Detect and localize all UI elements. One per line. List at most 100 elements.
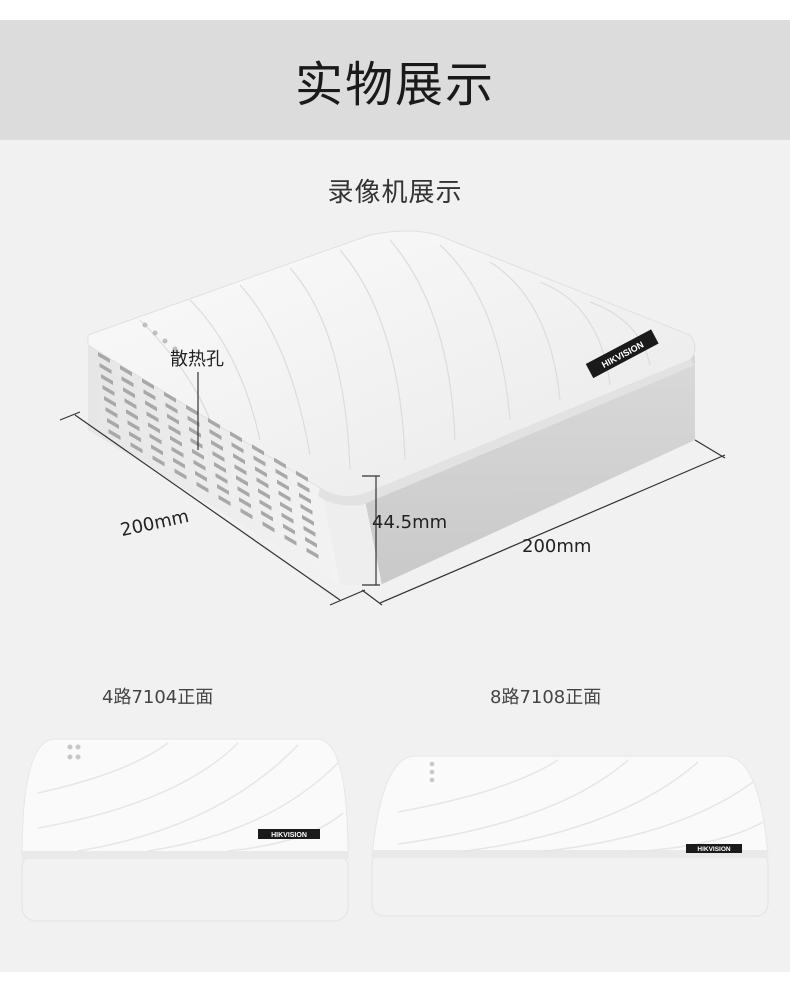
vent-hole [278,490,291,502]
vent-hole [297,481,310,493]
vent-hole [214,462,226,473]
vent-hole [124,398,137,410]
vent-hole [259,499,272,511]
vent-hole [171,446,184,458]
unit-4ch-lid [21,738,349,858]
vent-hole [306,547,319,559]
vents-label: 散热孔 [170,349,224,370]
header-banner: 实物展示 [0,20,790,140]
device-4ch-front: HIKVISION [21,738,349,922]
vent-hole [174,468,187,480]
device-right-side [360,355,695,585]
vent-hole [152,455,165,467]
vent-hole [120,365,132,377]
unit-8ch-logo: HIKVISION [697,846,731,853]
vent-hole [300,503,313,515]
unit-4ch-seam [22,851,348,859]
vent-hole [303,525,316,537]
vent-hole [99,363,112,374]
unit-8ch-body [371,851,769,917]
vent-hole [256,477,269,489]
vent-hole [233,453,245,465]
vent-hole [151,444,163,456]
lid-wave-pattern [139,239,651,471]
device-lid-lip [318,360,695,506]
vent-hole [284,534,297,546]
vent-hole [167,413,179,425]
device-front-edge [320,480,382,585]
status-leds [142,322,178,352]
vent-hole [252,444,264,456]
vent-hole [142,378,154,390]
vent-hole [123,387,135,399]
unit-8ch-seam [372,850,768,858]
vent-hole [275,468,288,480]
vent-hole [193,459,206,471]
vent-hole [105,407,118,418]
vent-hole [149,433,162,445]
vent-hole [186,404,198,416]
vent-hole [165,402,178,414]
vent-hole [148,422,160,434]
device-8ch-front: HIKVISION [371,755,769,917]
vent-hole [277,479,289,491]
vent-hole [121,376,134,388]
vent-hole [129,431,141,443]
vent-hole [143,389,156,401]
vent-hole [195,470,207,482]
width-label: 200mm [522,536,592,557]
product-caption-8ch: 8路7108正面 [490,687,602,708]
vent-hole [302,514,314,526]
vent-hole [261,510,273,522]
vent-hole [280,501,292,513]
section-title: 录像机展示 [327,178,463,208]
vent-hole [173,457,185,469]
dimension-lines [59,372,726,606]
main-device-illustration: HIKVISION [59,230,726,606]
vent-hole [107,418,119,429]
vent-hole [253,455,266,467]
vent-hole [236,475,248,487]
unit-4ch-body [21,852,349,922]
vent-hole [217,484,229,495]
vent-hole [237,486,250,498]
vent-hole [231,442,244,454]
vent-hole [230,431,242,443]
vent-hole [146,411,159,423]
product-caption-4ch: 4路7104正面 [102,687,214,708]
vent-hole [108,429,121,440]
vent-hole [98,352,110,363]
device-top-lid [87,230,696,497]
page-title: 实物展示 [294,57,495,113]
vent-hole [234,464,247,476]
vent-hole [262,521,275,533]
vent-hole [190,437,203,449]
vent-hole [255,466,267,478]
vent-hole [126,409,138,421]
vent-hole [240,508,253,520]
vent-hole [274,457,286,469]
vent-hole [168,424,181,436]
vent-hole [305,536,317,548]
vent-hole [208,418,220,429]
vent-hole [164,391,176,403]
vent-hole [192,448,204,460]
vent-hole [145,400,157,412]
vent-hole [170,435,182,447]
vent-hole [296,470,308,482]
vent-hole [127,420,140,432]
vent-hole [283,523,295,535]
vent-hole [239,497,251,509]
vent-hole [187,415,200,427]
vent-hole [130,442,143,454]
vent-hole [212,451,225,462]
vent-hole [299,492,311,504]
vent-hole [215,473,228,484]
vent-hole [218,495,231,506]
vent-hole [102,385,115,396]
vent-hole [104,396,116,407]
vent-hole [196,481,209,493]
vent-hole [101,374,113,385]
vent-hole [258,488,270,500]
